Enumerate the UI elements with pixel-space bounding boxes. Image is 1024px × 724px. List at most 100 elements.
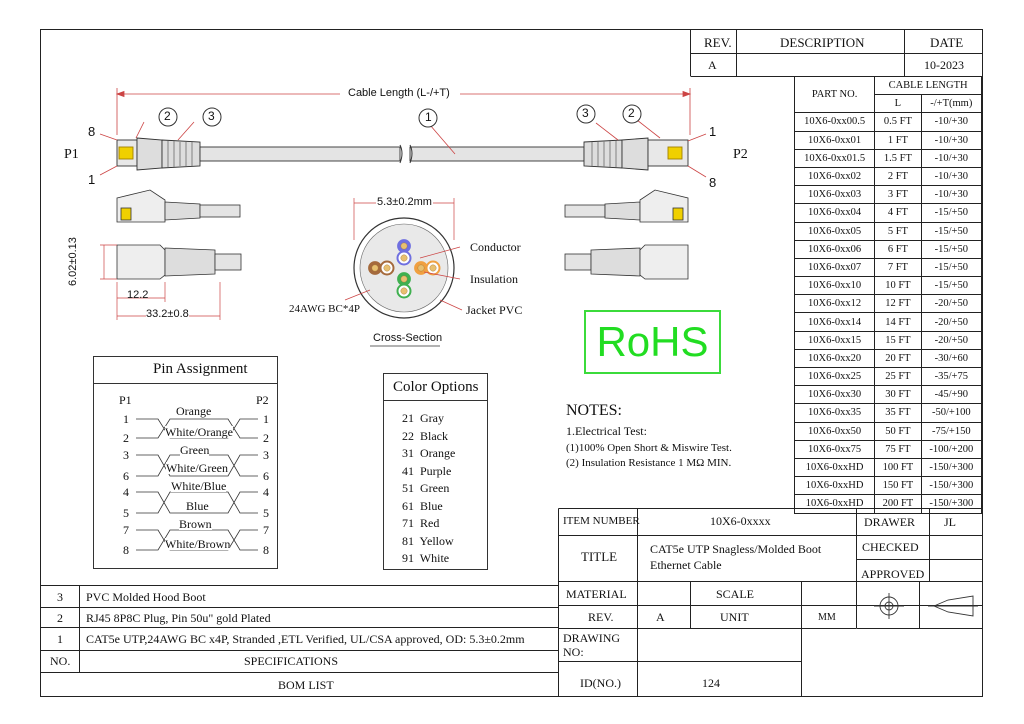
rohs-badge: RoHS (584, 310, 721, 374)
pin-left-number: 4 (123, 485, 129, 499)
pin-right-number: 2 (263, 431, 269, 445)
pin-wire-label: Orange (176, 404, 212, 418)
cable-table-cell-len: 5 FT (874, 221, 922, 241)
cable-table-cell-tol: -10/+30 (920, 148, 983, 168)
cable-table-cell-part: 10X6-0xx07 (793, 257, 876, 278)
color-option-item: 21 Gray (402, 411, 444, 425)
callout-3-right: 3 (582, 106, 589, 120)
pin-left-number: 1 (123, 412, 129, 426)
notes-line-2: (1)100% Open Short & Miswire Test. (566, 442, 732, 454)
pin-right-number: 6 (263, 469, 269, 483)
wire-conductor (400, 287, 408, 295)
sheet-frame (40, 29, 983, 697)
rev-label: REV. (588, 610, 614, 624)
p1-label: P1 (64, 147, 79, 162)
cable-table-cell-tol: -15/+50 (920, 221, 983, 241)
cable-table-cell-part: 10X6-0xx35 (793, 403, 876, 423)
pin-left-number: 7 (123, 523, 129, 537)
cable-table-cell-part: 10X6-0xx25 (793, 366, 876, 387)
pin-right-number: 8 (263, 543, 269, 557)
pin-wire (136, 418, 258, 439)
wire-conductor (429, 264, 437, 272)
cable-table-cell-tol: -30/+60 (920, 348, 983, 369)
pin-wire-label: White/Blue (171, 479, 227, 493)
insulation-label: Insulation (470, 272, 518, 286)
description-header: DESCRIPTION (780, 35, 865, 50)
checked-label: CHECKED (862, 540, 919, 554)
dim-height: 6.02±0.13 (67, 237, 79, 286)
projection-symbol (874, 593, 978, 619)
tolerance-header: -/+T(mm) (920, 94, 983, 114)
pin-assignment-title: Pin Assignment (153, 361, 248, 377)
cable-table-cell-len: 200 FT (874, 494, 922, 514)
notes-line-1: 1.Electrical Test: (566, 424, 647, 438)
bom-row-3-no: 3 (57, 590, 63, 604)
cable-table-cell-tol: -150/+300 (920, 457, 983, 478)
part-no-header: PART NO. (793, 75, 876, 114)
p2-pin8-label: 8 (709, 175, 717, 190)
bom-row-3-spec: PVC Molded Hood Boot (86, 590, 206, 604)
drawing-no-label-2: NO: (563, 645, 584, 659)
pin-right-number: 1 (263, 412, 269, 426)
dim-total: 33.2±0.8 (146, 308, 189, 320)
cable-break (399, 144, 413, 164)
cable-table-cell-tol: -10/+30 (920, 130, 983, 150)
callout-circles (158, 104, 642, 128)
cable-table-cell-tol: -45/+90 (920, 385, 983, 405)
pin-wire-label: White/Orange (165, 425, 233, 439)
pin-assignment-frame (93, 356, 278, 569)
pin-left-number: 3 (123, 448, 129, 462)
pin-left-number: 2 (123, 431, 129, 445)
cable-table-cell-len: 35 FT (874, 403, 922, 423)
callout-3-left: 3 (208, 109, 215, 123)
pin-left-number: 5 (123, 506, 129, 520)
title-line-1: CAT5e UTP Snagless/Molded Boot (650, 542, 822, 556)
pin-left-number: 8 (123, 543, 129, 557)
item-number-value: 10X6-0xxxx (710, 514, 771, 528)
cable-table-cell-len: 7 FT (874, 257, 922, 278)
cable-table-cell-part: 10X6-0xxHD (793, 476, 876, 496)
callout-2-left: 2 (164, 109, 171, 123)
cross-section (344, 198, 463, 347)
cable-table-cell-len: 14 FT (874, 312, 922, 332)
cable-table-cell-tol: -15/+50 (920, 276, 983, 296)
twisted-pairs (368, 239, 441, 299)
notes-title: NOTES: (566, 402, 622, 419)
pin-p2-label: P2 (256, 393, 269, 407)
cable-table-cell-part: 10X6-0xx06 (793, 239, 876, 259)
dim-plug: 12.2 (127, 289, 149, 301)
cable-table-cell-tol: -10/+30 (920, 166, 983, 187)
cable-table-cell-part: 10X6-0xx14 (793, 312, 876, 332)
title-block-lines (558, 508, 982, 696)
plug-side-view-right (564, 189, 689, 280)
cable-table-cell-len: 50 FT (874, 421, 922, 441)
cable-table-cell-tol: -150/+300 (920, 476, 983, 496)
cable-table-cell-part: 10X6-0xx01 (793, 130, 876, 150)
plug-p1 (116, 137, 401, 171)
cable-length-header: CABLE LENGTH (874, 75, 982, 96)
material-label: MATERIAL (566, 587, 627, 601)
p1-pin8-label: 8 (88, 124, 96, 139)
cable-table-cell-part: 10X6-0xx15 (793, 330, 876, 350)
bom-row-2-no: 2 (57, 611, 63, 625)
cable-table-cell-tol: -100/+200 (920, 439, 983, 459)
cable-table-cell-len: 0.5 FT (874, 112, 922, 132)
cable-table-cell-tol: -50/+100 (920, 403, 983, 423)
cable-table-cell-part: 10X6-0xx10 (793, 276, 876, 296)
bom-no-header: NO. (50, 654, 71, 668)
cable-table-cell-part: 10X6-0xx03 (793, 185, 876, 205)
pin-left-number: 6 (123, 469, 129, 483)
cable-table-cell-part: 10X6-0xx20 (793, 348, 876, 369)
pin-p1-label: P1 (119, 393, 132, 407)
cable-table-cell-len: 1 FT (874, 130, 922, 150)
